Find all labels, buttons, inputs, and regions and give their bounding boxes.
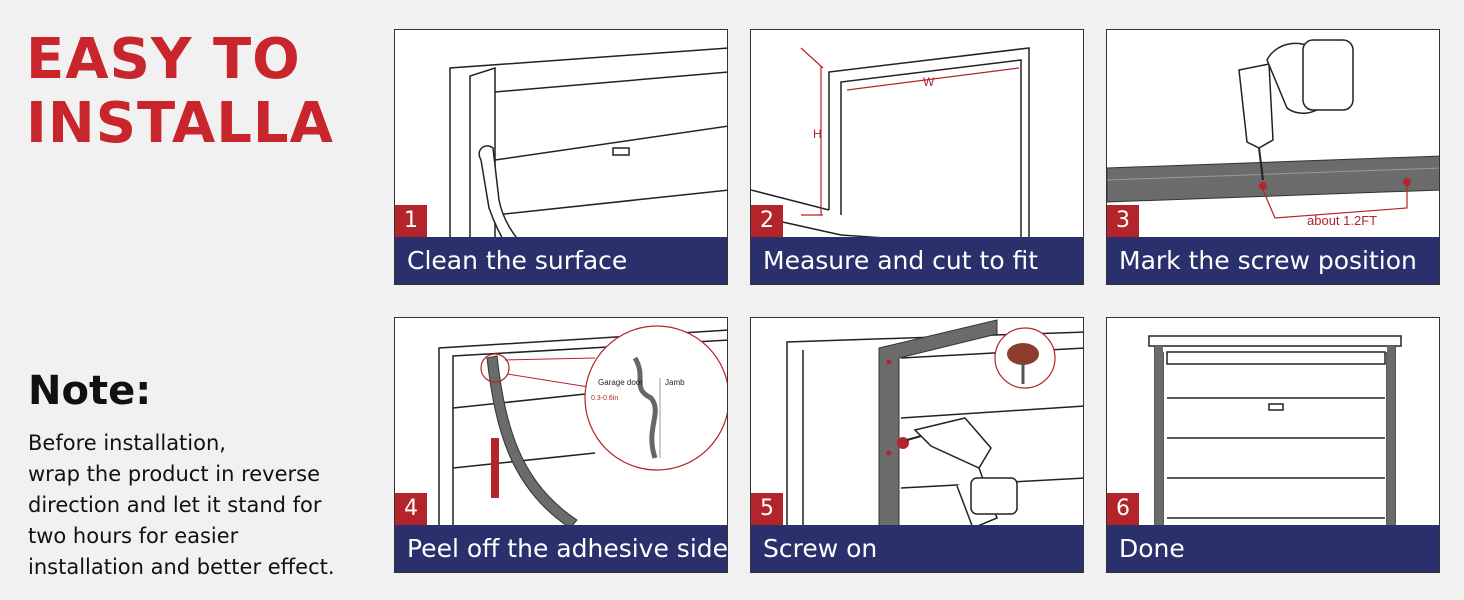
step-number: 4 [395,493,427,525]
title-line-2: INSTALLA [26,91,334,156]
step-1-panel: 1 Clean the surface [394,29,728,285]
step-3-panel: about 1.2FT 3 Mark the screw position [1106,29,1440,285]
step-caption: Measure and cut to fit [751,237,1083,284]
clean-surface-illustration [449,47,727,260]
step-6-panel: 6 Done [1106,317,1440,573]
done-illustration [1148,335,1402,528]
measure-illustration: W H [751,47,1083,253]
note-heading: Note: [28,368,152,414]
step-caption: Mark the screw position [1107,237,1439,284]
detail-garage-label: Garage door [598,378,643,387]
step-4-panel: Garage door Jamb 0.3-0.6in 4 Peel off th… [394,317,728,573]
note-line: installation and better effect. [28,555,335,579]
step-number: 3 [1107,205,1139,237]
step-caption: Peel off the adhesive side [395,525,727,572]
title-line-1: EASY TO [26,27,301,92]
note-line: Before installation, [28,431,226,455]
mark-screw-illustration: about 1.2FT [1107,39,1439,228]
detail-gap-label: 0.3-0.6in [591,395,618,402]
note-line: direction and let it stand for [28,493,322,517]
left-column: EASY TO INSTALLA Note: Before installati… [0,0,392,600]
step-caption: Done [1107,525,1439,572]
screw-spacing-label: about 1.2FT [1307,213,1377,228]
page-title: EASY TO INSTALLA [26,28,334,156]
width-label: W [923,75,935,89]
note-body: Before installation, wrap the product in… [28,428,398,583]
peel-adhesive-illustration: Garage door Jamb 0.3-0.6in [438,325,727,529]
step-number: 2 [751,205,783,237]
note-line: wrap the product in reverse [28,462,321,486]
step-caption: Screw on [751,525,1083,572]
step-5-panel: 5 Screw on [750,317,1084,573]
note-line: two hours for easier [28,524,239,548]
step-2-panel: W H 2 Measure and cut to fit [750,29,1084,285]
screw-on-illustration [786,319,1083,529]
step-number: 6 [1107,493,1139,525]
height-label: H [813,127,822,141]
step-caption: Clean the surface [395,237,727,284]
step-number: 1 [395,205,427,237]
step-number: 5 [751,493,783,525]
detail-jamb-label: Jamb [665,378,685,387]
